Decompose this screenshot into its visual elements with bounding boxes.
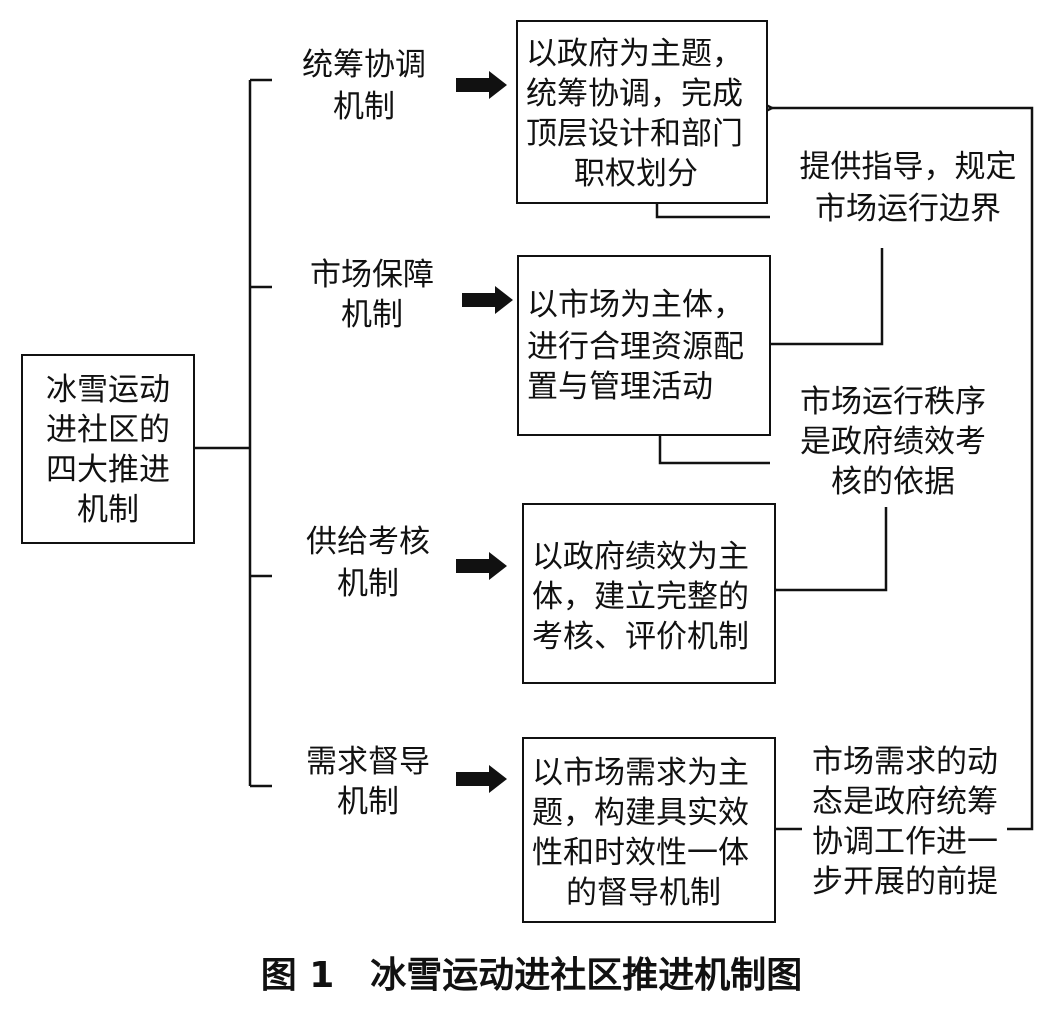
desc-2-line-3: 置与管理活动: [527, 369, 713, 405]
note-1-line-2: 市场运行边界: [815, 191, 1001, 227]
root-line-3: 四大推进: [46, 452, 170, 488]
note-3-line-1: 市场需求的动: [812, 744, 998, 780]
feedback-connectors: [655, 97, 1034, 831]
note-1-line-1: 提供指导，规定: [799, 149, 1017, 185]
root-box: 冰雪运动 进社区的 四大推进 机制: [21, 354, 195, 544]
desc-4-line-2: 题，构建具实效: [532, 795, 749, 831]
desc-2-line-1: 以市场为主体，: [527, 287, 744, 323]
mechanism-name-2-line-2: 机制: [341, 297, 403, 333]
arrow-4: [456, 765, 507, 793]
note-2-line-1: 市场运行秩序: [800, 384, 986, 420]
root-line-1: 冰雪运动: [46, 372, 170, 408]
note-3-line-2: 态是政府统筹: [812, 784, 998, 820]
desc-2-line-2: 进行合理资源配: [527, 329, 744, 365]
desc-4-line-1: 以市场需求为主: [532, 755, 749, 791]
mechanism-name-2-line-1: 市场保障: [310, 257, 434, 293]
figure-title: 冰雪运动进社区推进机制图: [370, 955, 803, 996]
figure-number: 图 1: [260, 955, 335, 996]
note-2-line-3: 核的依据: [831, 464, 955, 500]
desc-1-line-2: 统筹协调，完成: [526, 76, 743, 112]
arrow-1: [456, 71, 507, 99]
mechanism-arrows: [456, 71, 513, 793]
arrow-3: [456, 552, 507, 580]
mechanism-name-3-line-2: 机制: [337, 566, 399, 602]
desc-1-line-1: 以政府为主题，: [526, 36, 743, 72]
desc-4-line-4: 的督导机制: [566, 875, 721, 911]
mechanism-desc-box-2: 以市场为主体， 进行合理资源配 置与管理活动: [517, 255, 771, 436]
desc-4-line-3: 性和时效性一体: [532, 835, 749, 871]
mechanism-desc-box-1: 以政府为主题， 统筹协调，完成 顶层设计和部门 职权划分: [516, 20, 768, 204]
desc-1-line-3: 顶层设计和部门: [526, 116, 743, 152]
desc-3-line-2: 体，建立完整的: [532, 579, 749, 615]
desc-3-line-3: 考核、评价机制: [532, 619, 749, 655]
root-line-2: 进社区的: [46, 412, 170, 448]
figure-caption: 图 1 冰雪运动进社区推进机制图: [0, 953, 1063, 999]
note-2-line-2: 是政府绩效考: [800, 424, 986, 460]
mechanism-name-4-line-2: 机制: [337, 784, 399, 820]
note-3-line-3: 协调工作进一: [812, 824, 998, 860]
mechanism-desc-box-4: 以市场需求为主 题，构建具实效 性和时效性一体 的督导机制: [522, 737, 776, 923]
root-line-4: 机制: [77, 492, 139, 528]
note-3-line-4: 步开展的前提: [812, 864, 998, 900]
desc-1-line-4: 职权划分: [574, 156, 698, 192]
mechanism-name-1-line-2: 机制: [333, 89, 395, 125]
arrow-2: [462, 286, 513, 314]
mechanism-name-1-line-1: 统筹协调: [302, 47, 426, 83]
mechanism-name-3-line-1: 供给考核: [306, 524, 430, 560]
root-bracket: [195, 78, 272, 788]
mechanism-name-4-line-1: 需求督导: [306, 744, 430, 780]
mechanism-desc-box-3: 以政府绩效为主 体，建立完整的 考核、评价机制: [522, 503, 776, 684]
desc-3-line-1: 以政府绩效为主: [532, 539, 749, 575]
